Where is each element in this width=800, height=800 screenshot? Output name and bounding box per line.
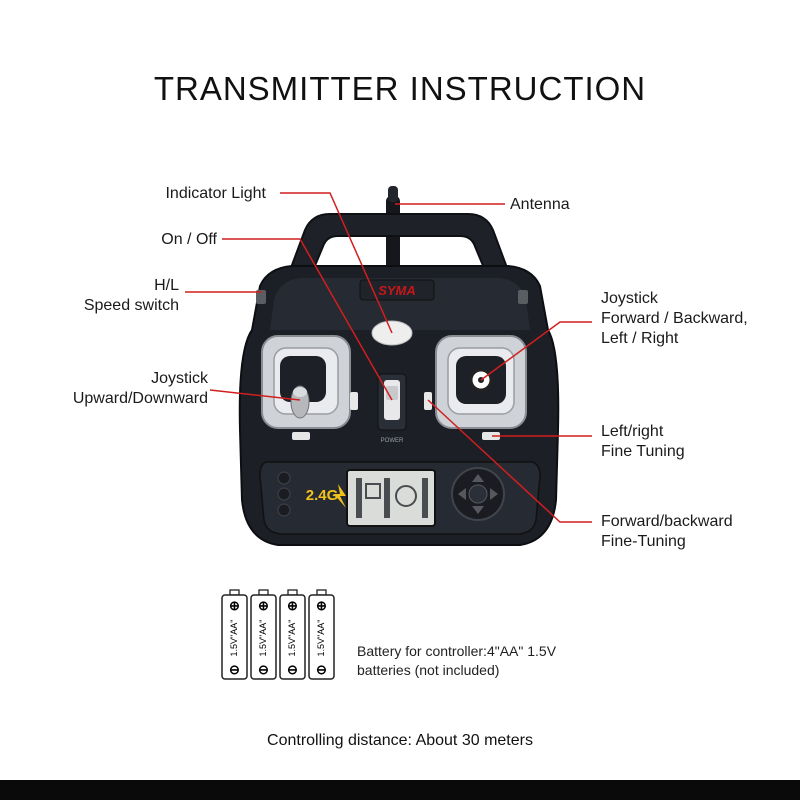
leader-on-off	[222, 238, 393, 401]
label-joystick-dir-line1: Joystick	[601, 290, 658, 307]
power-label: POWER	[381, 438, 404, 444]
leader-indicator-light	[280, 192, 393, 334]
plus-icon: ⊕	[229, 598, 240, 613]
plus-icon: ⊕	[287, 598, 298, 613]
battery-note-line1: Battery for controller:4"AA" 1.5V	[357, 643, 557, 659]
brand-text: SYMA	[378, 283, 416, 298]
label-hl-line1: H/L	[154, 277, 179, 294]
frequency-badge: 2.4G	[306, 487, 339, 504]
label-lr-fine-tuning: Left/right Fine Tuning	[601, 422, 685, 462]
label-joystick-dir-line3: Left / Right	[601, 330, 679, 347]
battery-cell-icon: ⊕ ⊖ 1.5V"AA"	[221, 589, 248, 680]
label-joystick-dir-line2: Forward / Backward,	[601, 310, 748, 327]
label-indicator-light: Indicator Light	[120, 184, 266, 204]
label-lr-line1: Left/right	[601, 423, 664, 440]
bottom-bar	[0, 780, 800, 800]
battery-cell-icon: ⊕ ⊖ 1.5V"AA"	[279, 589, 306, 680]
brand-logo	[359, 279, 435, 301]
label-indicator-light-text: Indicator Light	[165, 185, 266, 202]
battery-cell-label: 1.5V"AA"	[316, 620, 326, 657]
label-fb-line2: Fine-Tuning	[601, 533, 686, 550]
battery-note: Battery for controller:4"AA" 1.5V batter…	[357, 642, 556, 680]
minus-icon: ⊖	[229, 662, 240, 677]
battery-cell-icon: ⊕ ⊖ 1.5V"AA"	[308, 589, 335, 680]
battery-cell-label: 1.5V"AA"	[287, 620, 297, 657]
leader-fb-tuning	[427, 399, 592, 523]
label-joystick-updown: Joystick Upward/Downward	[40, 369, 208, 409]
label-fb-line1: Forward/backward	[601, 513, 733, 530]
battery-cell-label: 1.5V"AA"	[258, 620, 268, 657]
label-hl-line2: Speed switch	[83, 297, 179, 314]
label-on-off: On / Off	[120, 230, 217, 250]
minus-icon: ⊖	[258, 662, 269, 677]
right-joystick-icon	[435, 335, 527, 429]
left-joystick-icon	[261, 335, 351, 429]
battery-cell-label: 1.5V"AA"	[229, 620, 239, 657]
label-antenna: Antenna	[510, 195, 570, 215]
plus-icon: ⊕	[316, 598, 327, 613]
label-fb-fine-tuning: Forward/backward Fine-Tuning	[601, 512, 733, 552]
batteries-illustration: ⊕ ⊖ 1.5V"AA" ⊕ ⊖ 1.5V"AA" ⊕ ⊖ 1.5V"AA" ⊕ ⊖ 1.5V"AA"	[221, 589, 335, 680]
direction-pad-icon	[451, 467, 505, 521]
label-joystick-direction: Joystick Forward / Backward, Left / Righ…	[601, 289, 748, 349]
page-title: TRANSMITTER INSTRUCTION	[153, 70, 647, 107]
lightning-icon	[334, 484, 346, 508]
leader-joystick-updown	[209, 389, 301, 401]
battery-cell-icon: ⊕ ⊖ 1.5V"AA"	[250, 589, 277, 680]
label-lr-line2: Fine Tuning	[601, 443, 685, 460]
label-on-off-text: On / Off	[161, 231, 217, 248]
battery-note-line2: batteries (not included)	[357, 662, 500, 678]
label-antenna-text: Antenna	[510, 196, 570, 213]
leader-joystick-dir	[480, 321, 592, 381]
label-hl-speed-switch: H/L Speed switch	[40, 276, 179, 316]
minus-icon: ⊖	[287, 662, 298, 677]
minus-icon: ⊖	[316, 662, 327, 677]
label-joystick-updown-line1: Joystick	[151, 370, 208, 387]
plus-icon: ⊕	[258, 598, 269, 613]
lcd-screen	[346, 469, 436, 527]
label-joystick-updown-line2: Upward/Downward	[72, 390, 208, 407]
controlling-distance: Controlling distance: About 30 meters	[267, 732, 533, 749]
